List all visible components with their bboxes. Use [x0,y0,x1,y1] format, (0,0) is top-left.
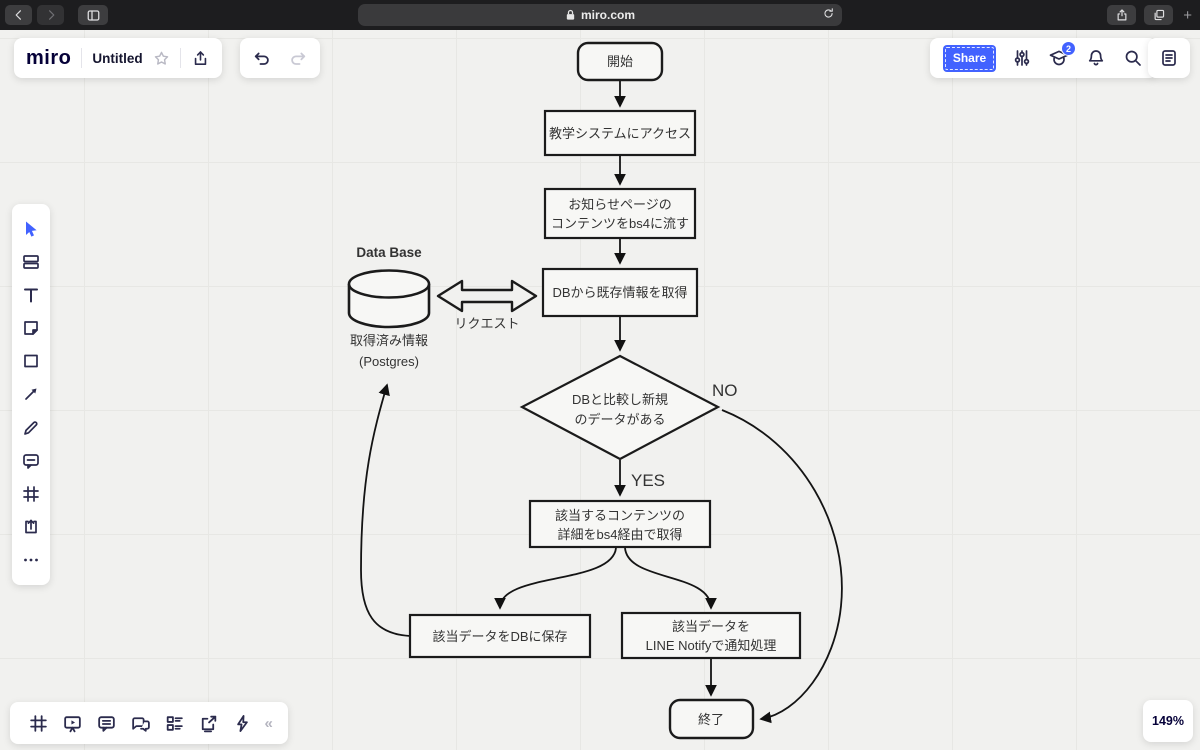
edge-decision-end-no[interactable] [721,409,843,724]
search-icon[interactable] [1122,47,1144,69]
upload-tool[interactable] [19,515,43,539]
export-board-icon[interactable] [191,49,210,68]
browser-sidebar-button[interactable] [78,5,108,25]
new-tab-icon[interactable]: + [1183,6,1192,24]
svg-text:お知らせページの: お知らせページの [568,197,671,212]
svg-text:コンテンツをbs4に流す: コンテンツをbs4に流す [551,216,689,231]
flow-edges [360,81,843,724]
pen-tool[interactable] [19,416,43,440]
document-icon [1162,50,1176,66]
header-actions: Share 2 [930,38,1157,78]
chat-icon[interactable] [128,711,152,735]
board-notes-button[interactable] [1148,38,1190,78]
browser-tabs-button[interactable] [1144,5,1174,25]
svg-text:教学システムにアクセス: 教学システムにアクセス [549,126,691,141]
svg-text:LINE Notifyで通知処理: LINE Notifyで通知処理 [646,638,777,653]
database-title: Data Base [356,245,422,260]
flow-node-line-notify[interactable]: 該当データを LINE Notifyで通知処理 [620,611,802,660]
flow-node-database[interactable]: Data Base 取得済み情報 (Postgres) [347,245,431,369]
shapes-tool[interactable] [19,349,43,373]
flow-node-decision[interactable]: DBと比較し新規 のデータがある [519,354,721,461]
board-settings-icon[interactable] [1011,47,1033,69]
svg-text:該当するコンテンツの: 該当するコンテンツの [555,508,685,523]
edge-database-fetch-bidirectional[interactable] [436,279,538,313]
svg-text:開始: 開始 [607,54,633,69]
flow-node-fetch-db[interactable]: DBから既存情報を取得 [541,267,699,318]
text-tool[interactable] [19,283,43,307]
flow-node-get-detail[interactable]: 該当するコンテンツの 詳細をbs4経由で取得 [528,499,712,549]
creation-toolbar [12,204,50,585]
collapse-toolbar-button[interactable]: « [264,714,273,732]
svg-text:終了: 終了 [698,712,724,727]
select-tool[interactable] [19,217,43,241]
board-header: miro Untitled [14,38,222,78]
apps-lightning-icon[interactable] [230,711,254,735]
templates-tool[interactable] [19,250,43,274]
database-caption-1: 取得済み情報 [350,333,428,348]
connector-tool[interactable] [19,382,43,406]
frame-tool[interactable] [19,482,43,506]
collaboration-toolbar: « [10,702,288,744]
divider [81,48,83,68]
miro-logo[interactable]: miro [26,46,72,69]
favorite-star-icon[interactable] [153,50,170,67]
frames-panel-icon[interactable] [26,711,50,735]
database-caption-2: (Postgres) [359,354,419,369]
lock-icon [566,9,575,20]
browser-address-bar[interactable]: miro.com [358,4,842,26]
board-title[interactable]: Untitled [92,50,143,66]
undo-redo-toolbar [240,38,320,78]
flow-node-save-db[interactable]: 該当データをDBに保存 [408,613,592,659]
edge-detail-notify[interactable] [624,547,717,610]
reload-icon[interactable] [822,7,835,23]
share-button[interactable]: Share [943,44,996,72]
comment-tool[interactable] [19,449,43,473]
flow-node-access-system[interactable]: 教学システムにアクセス [543,109,697,157]
label-no: NO [712,381,738,400]
label-request: リクエスト [454,316,519,331]
edge-detail-save[interactable] [494,547,617,610]
svg-text:詳細をbs4経由で取得: 詳細をbs4経由で取得 [558,527,683,542]
svg-text:該当データを: 該当データを [672,619,750,634]
browser-forward-button[interactable] [37,5,64,25]
learning-center-icon[interactable]: 2 [1048,41,1076,69]
comments-panel-icon[interactable] [94,711,118,735]
cards-panel-icon[interactable] [162,711,186,735]
browser-toolbar: miro.com + [0,0,1200,30]
svg-text:DBと比較し新規: DBと比較し新規 [572,392,668,407]
redo-icon[interactable] [288,48,309,69]
bell-icon[interactable] [1085,47,1107,69]
svg-text:DBから既存情報を取得: DBから既存情報を取得 [552,285,687,300]
flow-node-end[interactable]: 終了 [668,698,755,740]
flow-node-start[interactable]: 開始 [576,41,664,82]
undo-icon[interactable] [251,48,272,69]
zoom-level-button[interactable]: 149% [1143,700,1193,742]
flow-node-notice-page[interactable]: お知らせページの コンテンツをbs4に流す [543,187,697,240]
share-screen-icon[interactable] [196,711,220,735]
svg-text:のデータがある: のデータがある [574,412,665,427]
sticky-note-tool[interactable] [19,316,43,340]
svg-text:該当データをDBに保存: 該当データをDBに保存 [432,629,567,644]
divider [179,48,181,68]
edge-save-database-loop[interactable] [360,383,411,637]
browser-share-button[interactable] [1107,5,1137,25]
label-yes: YES [631,471,665,490]
browser-url: miro.com [580,8,635,22]
presentation-icon[interactable] [60,711,84,735]
notifications-badge: 2 [1061,41,1076,56]
browser-back-button[interactable] [5,5,32,25]
more-tools[interactable] [19,548,43,572]
